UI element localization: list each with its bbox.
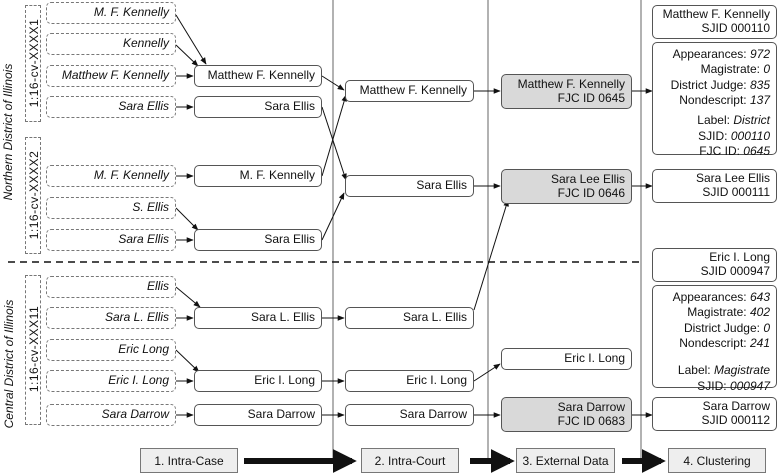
raw-name-box: Matthew F. Kennelly [46, 65, 176, 87]
external-name: Matthew F. Kennelly [517, 76, 625, 91]
stat-district-judge: District Judge: 835 [670, 77, 770, 92]
raw-name-box: Kennelly [46, 33, 176, 55]
external-record-box: Eric I. Long [501, 348, 632, 370]
cluster-box: Sara Lee Ellis SJID 000111 [652, 169, 777, 203]
raw-name-box: Eric Long [46, 339, 176, 361]
intra-case-box: M. F. Kennelly [194, 165, 322, 187]
intra-court-box: Eric I. Long [345, 370, 474, 392]
stat-nondescript: Nondescript: 241 [679, 336, 770, 351]
raw-name-box: Sara Ellis [46, 96, 176, 118]
intra-case-box: Eric I. Long [194, 370, 322, 392]
arrow [175, 14, 207, 65]
stat-sjid: SJID: 000947 [697, 378, 770, 393]
stage-label-intra-court: 2. Intra-Court [361, 448, 459, 473]
intra-court-box: Sara Darrow [345, 404, 474, 426]
arrow [175, 286, 201, 308]
cluster-stats-box: Appearances: 643 Magistrate: 402 Distric… [652, 285, 777, 393]
fjc-id: FJC ID 0645 [557, 90, 625, 105]
arrow [321, 106, 347, 181]
arrow [175, 207, 199, 231]
cluster-box: Matthew F. Kennelly SJID 000110 [652, 5, 777, 39]
stat-magistrate: Magistrate: 0 [700, 62, 770, 77]
case-id-box: 1:16-cv-XXX11 [25, 275, 41, 425]
district-label-northern: Northern District of Illinois [1, 63, 15, 201]
cluster-box: Eric I. Long SJID 000947 [652, 248, 777, 282]
stage-label-intra-case: 1. Intra-Case [140, 448, 238, 473]
cluster-sjid: SJID 000947 [700, 264, 770, 278]
raw-name-box: Ellis [46, 276, 176, 298]
external-name: Sara Lee Ellis [550, 171, 625, 186]
cluster-name: Matthew F. Kennelly [662, 7, 770, 22]
intra-court-box: Sara Ellis [345, 175, 474, 197]
stage-label-clustering: 4. Clustering [668, 448, 766, 473]
external-record-box: Matthew F. Kennelly FJC ID 0645 [501, 74, 632, 109]
arrow [175, 349, 200, 373]
external-record-box: Sara Lee Ellis FJC ID 0646 [501, 169, 632, 204]
external-record-box: Sara Darrow FJC ID 0683 [501, 397, 632, 432]
intra-case-box: Sara Darrow [194, 404, 322, 426]
raw-name-box: M. F. Kennelly [46, 165, 176, 187]
stat-appearances: Appearances: 643 [672, 290, 770, 304]
stat-sjid: SJID: 000110 [698, 128, 770, 143]
stat-nondescript: Nondescript: 137 [679, 93, 770, 108]
district-label-central: Central District of Illinois [2, 299, 16, 429]
arrow [473, 363, 501, 382]
cluster-sjid: SJID 000112 [701, 413, 771, 427]
intra-court-box: Matthew F. Kennelly [345, 80, 474, 102]
case-id: 1:16-cv-XXX11 [27, 305, 41, 393]
cluster-name: Sara Lee Ellis [695, 171, 770, 186]
arrow [321, 75, 345, 91]
case-id: 1:16-cv-XXXX2 [27, 150, 41, 240]
raw-name-box: Sara L. Ellis [46, 307, 176, 329]
cluster-sjid: SJID 000110 [701, 21, 771, 35]
cluster-name: Sara Darrow [702, 399, 770, 414]
cluster-sjid: SJID 000111 [702, 185, 770, 199]
cluster-name: Eric I. Long [709, 250, 770, 265]
fjc-id: FJC ID 0646 [557, 185, 625, 200]
cluster-box: Sara Darrow SJID 000112 [652, 397, 777, 431]
raw-name-box: M. F. Kennelly [46, 2, 176, 24]
intra-case-box: Sara Ellis [194, 96, 322, 118]
raw-name-box: Eric I. Long [46, 370, 176, 392]
stat-district-judge: District Judge: 0 [683, 320, 770, 335]
case-id-box: 1:16-cv-XXXX2 [25, 137, 41, 254]
raw-name-box: S. Ellis [46, 197, 176, 219]
stat-label: Label: Magistrate [677, 363, 770, 378]
cluster-stats-box: Appearances: 972 Magistrate: 0 District … [652, 42, 777, 158]
stat-appearances: Appearances: 972 [672, 47, 770, 61]
arrow [175, 44, 199, 67]
fjc-id: FJC ID 0683 [557, 413, 625, 428]
external-name: Sara Darrow [557, 399, 625, 414]
stat-fjc-id: FJC ID: 0645 [699, 144, 770, 159]
case-id: 1:16-cv-XXXX1 [27, 18, 41, 108]
case-id-box: 1:16-cv-XXXX1 [25, 5, 41, 122]
arrow [473, 199, 509, 311]
arrow [321, 94, 347, 177]
raw-name-box: Sara Ellis [46, 229, 176, 251]
arrow [321, 192, 345, 241]
intra-case-box: Sara Ellis [194, 229, 322, 251]
stat-magistrate: Magistrate: 402 [687, 305, 770, 320]
stage-label-external-data: 3. External Data [516, 448, 615, 473]
raw-name-box: Sara Darrow [46, 404, 176, 426]
intra-court-box: Sara L. Ellis [345, 307, 474, 329]
intra-case-box: Sara L. Ellis [194, 307, 322, 329]
stat-label: Label: District [697, 113, 770, 128]
intra-case-box: Matthew F. Kennelly [194, 65, 322, 87]
